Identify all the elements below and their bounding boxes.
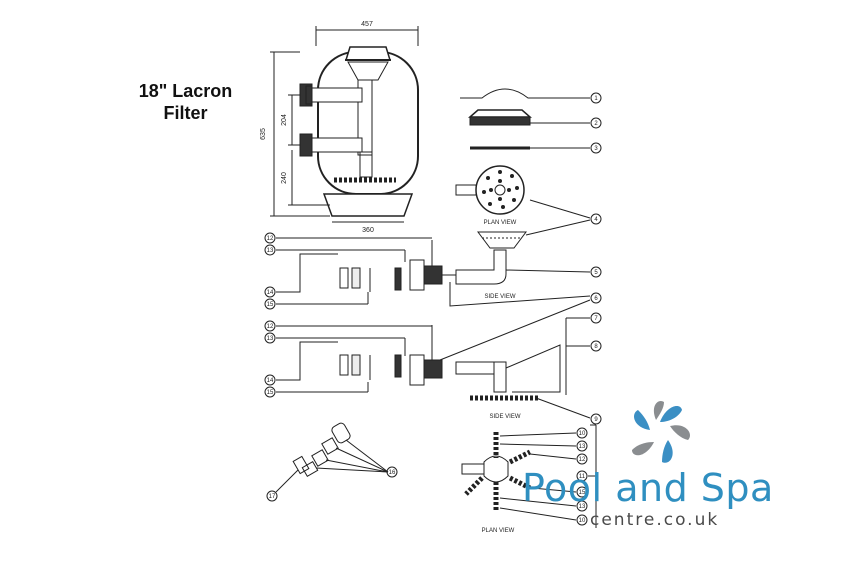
callout-13-a: 13	[579, 444, 586, 450]
callout-12-a: 12	[579, 457, 586, 463]
callout-7: 7	[594, 316, 598, 322]
callout-2: 2	[594, 121, 598, 127]
part-2-lid	[468, 109, 602, 129]
callout-6: 6	[594, 296, 598, 302]
callout-10-a: 10	[579, 431, 586, 437]
callout-16: 16	[389, 470, 396, 476]
callout-10-b: 10	[579, 518, 586, 524]
dim-base-width: 360	[362, 227, 374, 234]
callout-4: 4	[594, 217, 598, 223]
label-plan-view-top: PLAN VIEW	[484, 220, 517, 226]
part-4-distributor-side	[477, 231, 527, 249]
callout-12-lower: 12	[267, 324, 274, 330]
callout-5: 5	[594, 270, 598, 276]
filter-tank-elevation	[270, 26, 419, 223]
pool-and-spa-logo-icon	[632, 400, 690, 463]
callout-8: 8	[594, 344, 598, 350]
callout-12-upper: 12	[267, 236, 274, 242]
label-side-view-lower: SIDE VIEW	[489, 414, 520, 420]
part-1-lid-seal	[460, 88, 602, 104]
dim-height-total: 635	[260, 128, 267, 140]
callout-15-lower: 15	[267, 390, 274, 396]
callout-17: 17	[269, 494, 276, 500]
part-7-8-standpipe	[455, 312, 602, 425]
callout-13-lower: 13	[267, 336, 274, 342]
lower-port-assembly	[264, 299, 591, 398]
dim-width-top: 457	[361, 21, 373, 28]
part-3-o-ring	[470, 142, 602, 154]
callout-1: 1	[594, 96, 598, 102]
dim-upper-spacing: 204	[281, 114, 288, 126]
part-5-elbow	[455, 249, 602, 285]
part-4-distributor-plan	[455, 165, 602, 236]
callout-13-upper: 13	[267, 248, 274, 254]
upper-port-assembly	[264, 232, 602, 310]
dim-lower-height: 240	[281, 172, 288, 184]
diagram-title: 18" Lacron Filter	[118, 80, 253, 124]
callout-15-a: 15	[579, 490, 586, 496]
callout-15-upper: 15	[267, 302, 274, 308]
part-16-17-fittings	[266, 422, 398, 502]
title-line-2: Filter	[163, 103, 208, 123]
callout-13-b: 13	[579, 504, 586, 510]
callout-14-lower: 14	[267, 378, 274, 384]
lateral-plan-view	[461, 424, 597, 528]
label-side-view-mid: SIDE VIEW	[484, 294, 515, 300]
callout-3: 3	[594, 146, 598, 152]
callout-14-upper: 14	[267, 290, 274, 296]
callout-9: 9	[594, 417, 598, 423]
brand-name: Pool and Spa	[522, 466, 774, 510]
callout-11: 11	[579, 474, 586, 480]
brand-domain: centre.co.uk	[590, 510, 720, 530]
title-line-1: 18" Lacron	[138, 81, 233, 101]
label-plan-view-bottom: PLAN VIEW	[482, 528, 515, 534]
